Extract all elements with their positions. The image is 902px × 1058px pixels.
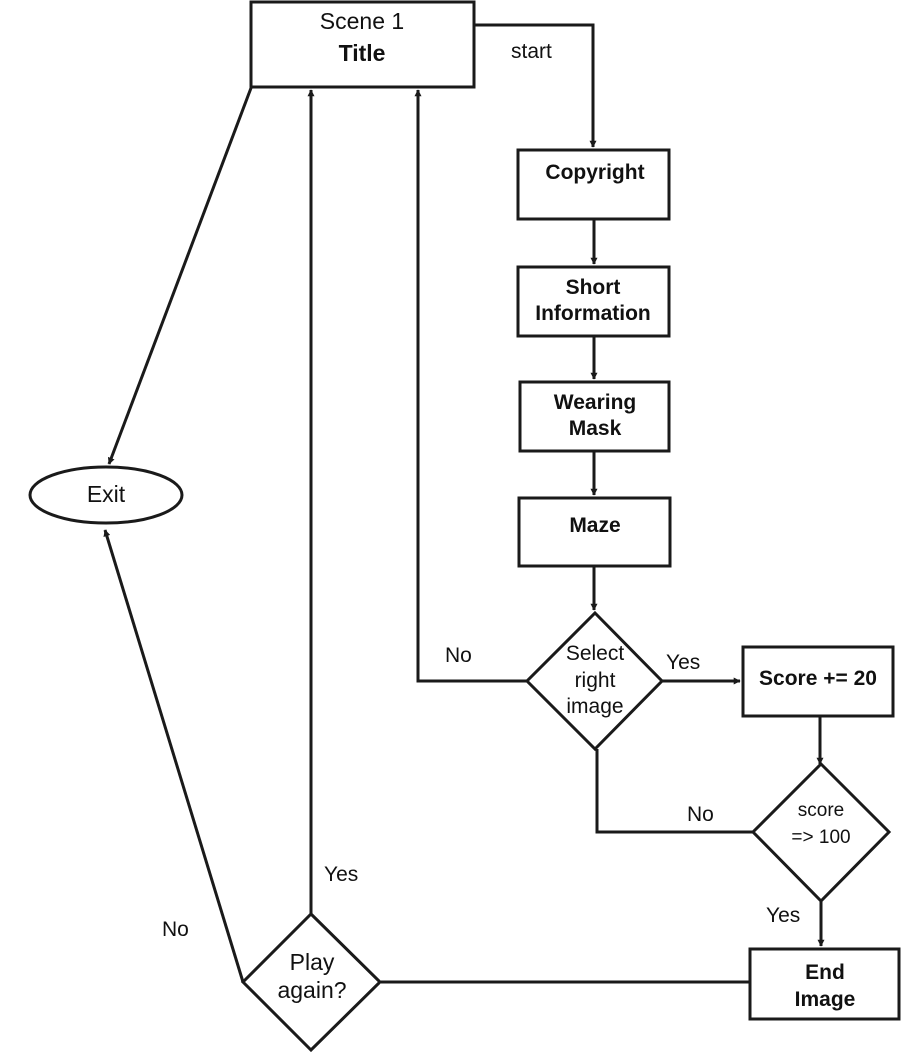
- play-again-line2: again?: [277, 977, 346, 1003]
- select-line3: image: [566, 695, 623, 718]
- edge-labels: start No Yes No Yes Yes No: [162, 40, 800, 941]
- end-image-line2: Image: [795, 988, 856, 1011]
- select-line1: Select: [566, 642, 625, 665]
- wearing-mask-line2: Mask: [569, 417, 622, 440]
- node-maze: Maze: [517, 496, 672, 568]
- short-info-line2: Information: [535, 302, 651, 325]
- end-image-line1: End: [805, 961, 845, 984]
- edge-label-select-no: No: [445, 644, 472, 667]
- exit-label: Exit: [87, 481, 126, 507]
- wearing-mask-line1: Wearing: [554, 391, 636, 414]
- edge-label-play-no: No: [162, 918, 189, 941]
- edge-play-no: [103, 529, 245, 983]
- edge-score-no: [595, 749, 753, 834]
- edge-label-play-yes: Yes: [324, 863, 358, 886]
- node-score-add: Score += 20: [741, 645, 895, 718]
- title-line2: Title: [339, 40, 386, 66]
- node-copyright: Copyright: [516, 148, 671, 221]
- edge-label-score-yes: Yes: [766, 904, 800, 927]
- edge-label-score-no: No: [687, 803, 714, 826]
- edge-start: [474, 23, 597, 148]
- node-exit: Exit: [28, 465, 184, 525]
- edge-label-start: start: [511, 40, 552, 63]
- node-score-check: score => 100: [750, 761, 892, 904]
- node-short-information: Short Information: [516, 265, 671, 338]
- select-line2: right: [575, 669, 616, 692]
- node-play-again: Play again?: [240, 911, 383, 1053]
- node-wearing-mask: Wearing Mask: [518, 380, 671, 453]
- maze-label: Maze: [569, 514, 620, 537]
- edge-label-select-yes: Yes: [666, 651, 700, 674]
- play-again-line1: Play: [290, 949, 335, 975]
- node-end-image: End Image: [748, 947, 901, 1021]
- edge-title-to-exit: [107, 87, 253, 465]
- title-line1: Scene 1: [320, 8, 404, 34]
- edge-select-no: [414, 89, 527, 683]
- score-check-line2: => 100: [791, 827, 850, 848]
- node-select-right-image: Select right image: [524, 610, 665, 752]
- copyright-label: Copyright: [545, 161, 644, 184]
- node-title: Scene 1 Title: [249, 0, 476, 89]
- edges: [103, 23, 825, 984]
- score-check-line1: score: [798, 800, 844, 821]
- score-add-label: Score += 20: [759, 667, 877, 690]
- short-info-line1: Short: [566, 276, 621, 299]
